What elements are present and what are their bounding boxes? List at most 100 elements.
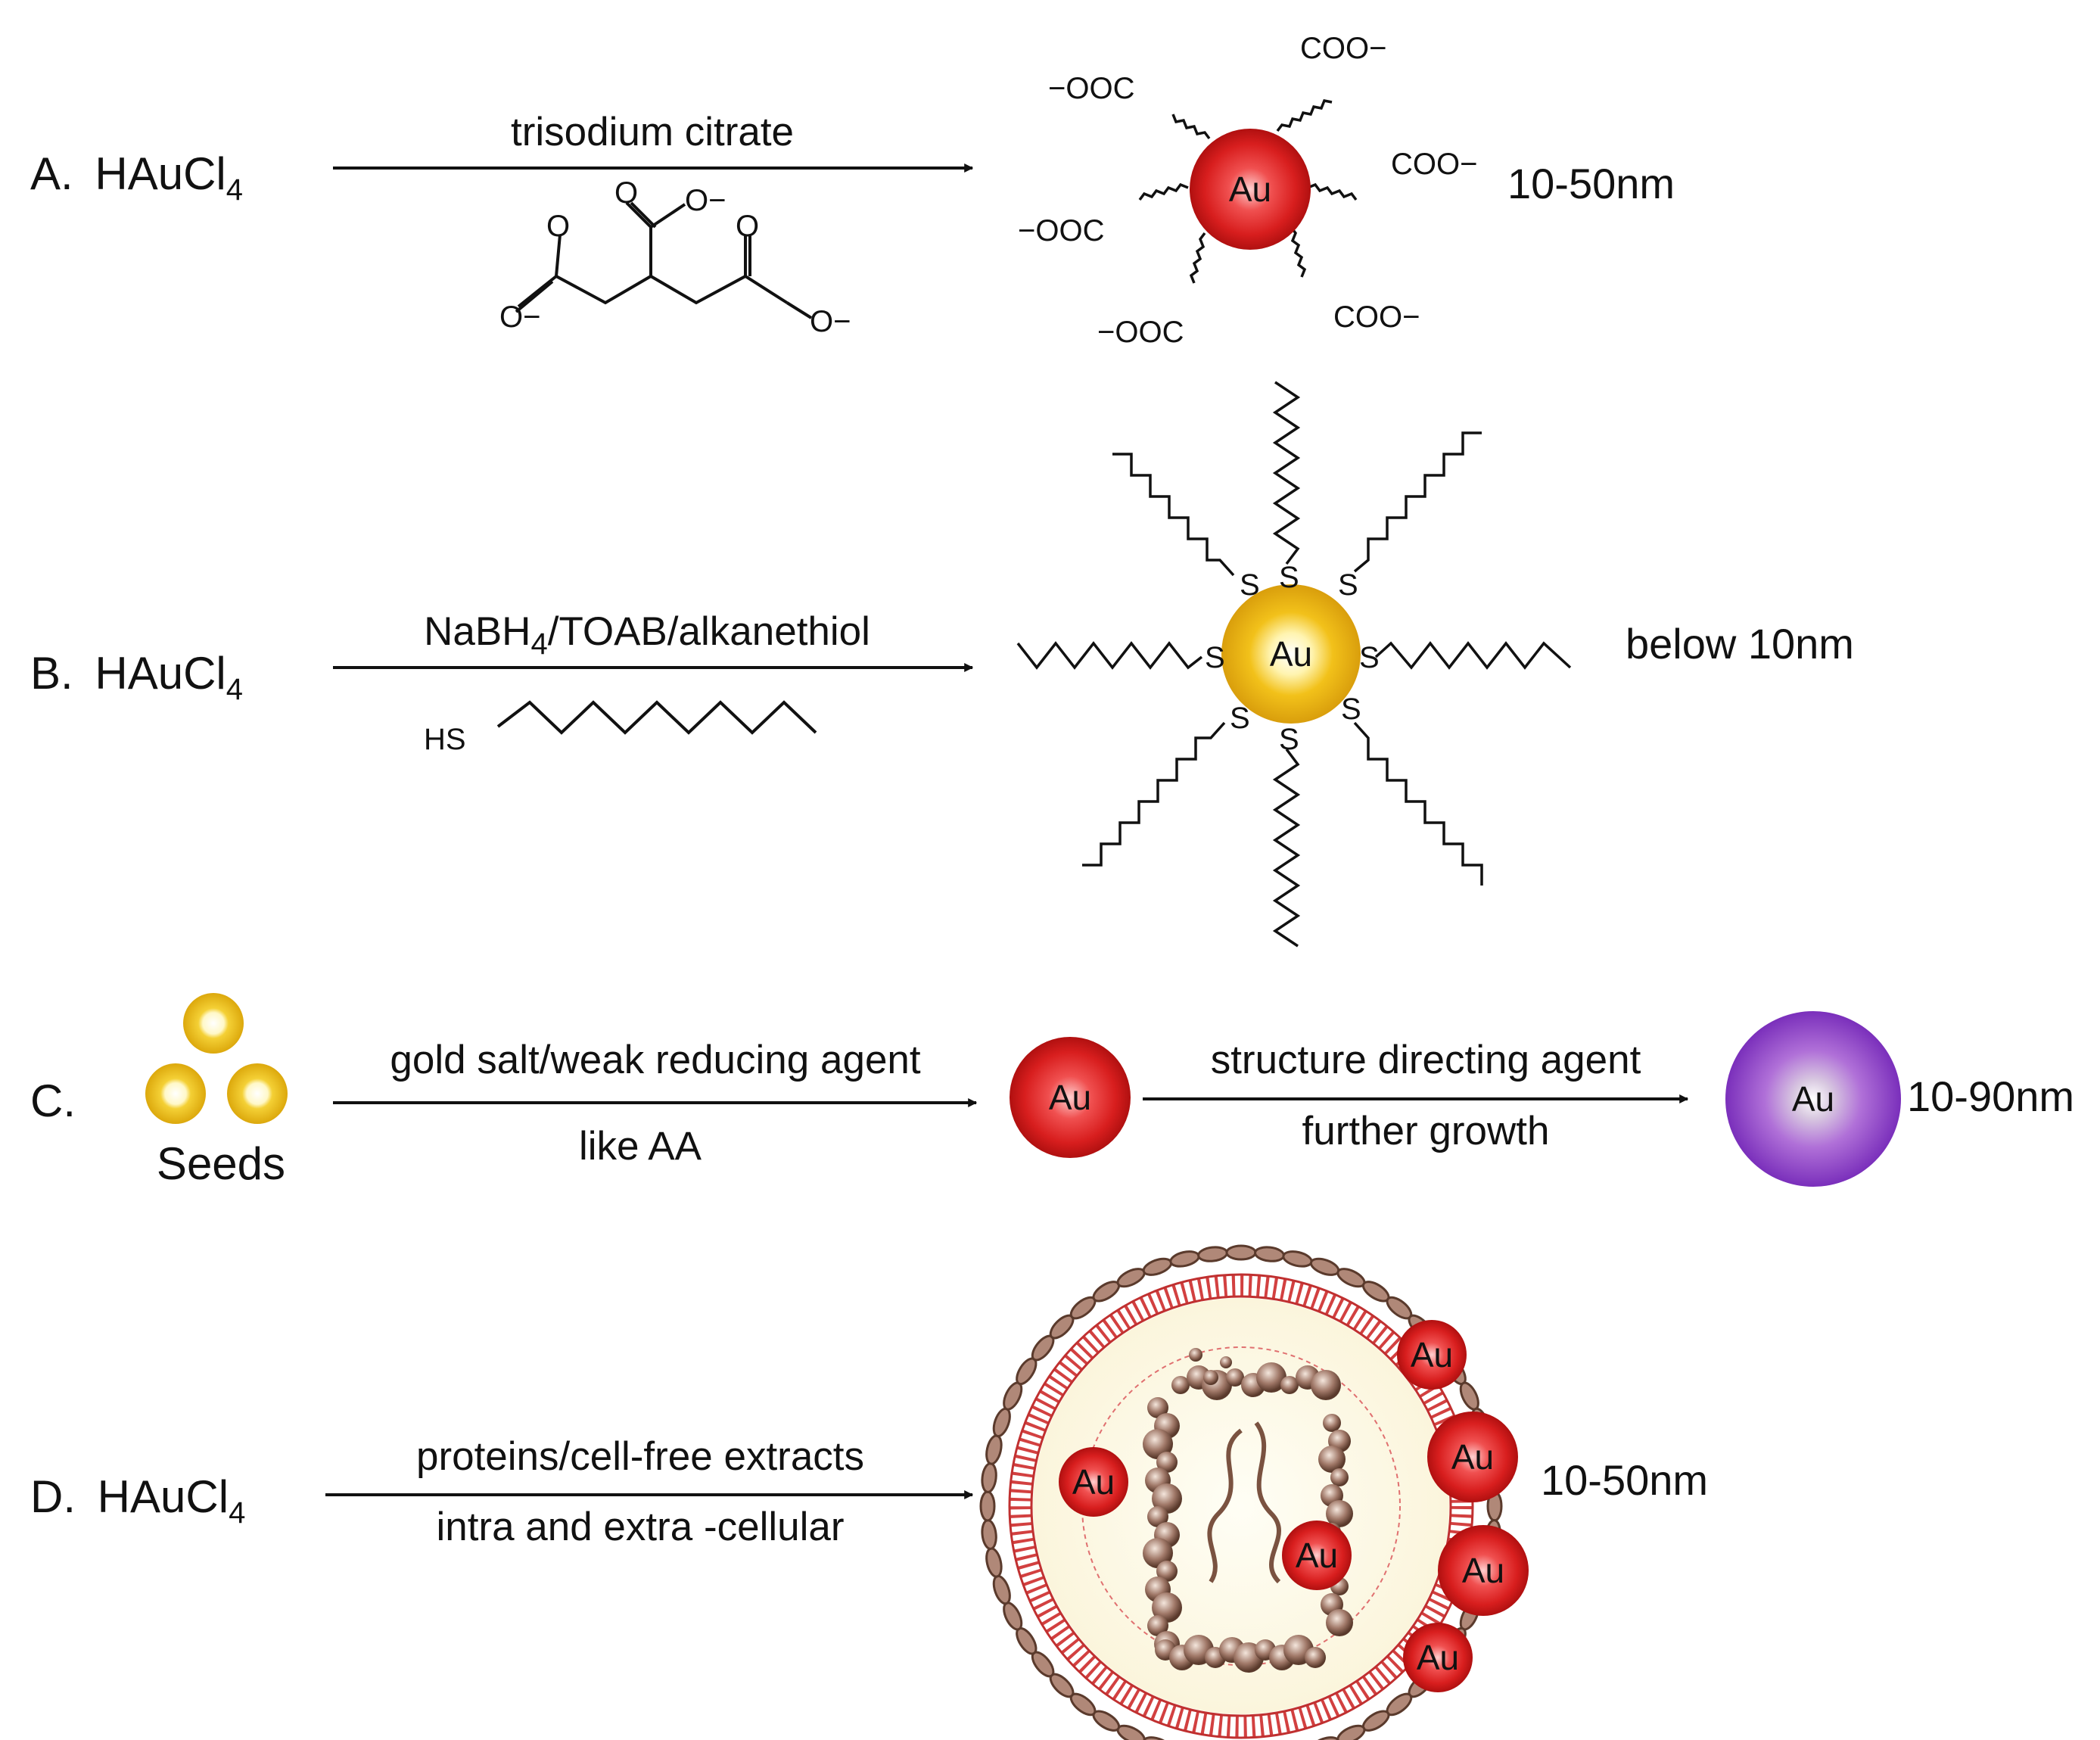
panel-b-label: B. HAuCl4 [30,648,243,706]
vesicle [1147,1615,1168,1636]
vesicle [1143,1538,1173,1568]
vesicle [1326,1609,1353,1636]
cell-wall-particle [981,1519,997,1550]
extracellular-gold-nanoparticle [1397,1320,1467,1390]
vesicle [1171,1376,1190,1394]
panel-b-reagent: NaBH4/TOAB/alkanethiol [424,609,870,661]
cell-wall-particle [1197,1246,1228,1262]
citrate-atom: O− [810,305,851,338]
seed-particles [145,993,288,1124]
intracellular-gold-nanoparticle [1059,1447,1128,1517]
cell [979,1244,1503,1740]
panel-c-reagent-top-2: structure directing agent [1211,1038,1641,1082]
cytoplasm [1033,1298,1449,1714]
cell-wall-particle [1336,1724,1366,1740]
carboxylate-label: −OOC [1018,214,1104,247]
alkanethiol-capped-gold-nanoparticle [1221,584,1361,724]
cell-wall-particle [979,1490,996,1522]
vesicle [1318,1446,1346,1473]
panel-d-reagent-bottom: intra and extra -cellular [436,1505,844,1549]
panel-b-size-label: below 10nm [1626,620,1854,668]
cell-wall-particle [1169,1250,1200,1268]
cell-wall-particle [1309,1736,1340,1740]
vesicle [1326,1500,1353,1527]
cell-wall-particle [981,1462,997,1493]
panel-c-reagent-bottom-1: like AA [579,1124,702,1169]
cell-wall-particle [1116,1268,1146,1288]
panel-c: C. Seeds gold salt/weak reducing agent l… [30,993,2074,1189]
vesicle [1311,1370,1341,1400]
sulfur-atom: S [1359,641,1380,674]
vesicle [1143,1429,1173,1459]
panel-a: A. HAuCl4 trisodium citrate O O− O O− O … [30,32,1675,349]
alkanethiol-chains [1016,381,1572,948]
cell-wall-particle [1459,1381,1479,1411]
panel-a-size-label: 10-50nm [1507,160,1675,207]
cell-wall-particle [1116,1724,1146,1740]
panel-d: D. HAuCl4 proteins/cell-free extracts in… [30,1244,1708,1740]
sulfur-atom: S [1240,568,1260,602]
citrate-capped-gold-nanoparticle [1190,129,1311,250]
panel-c-reagent-top-1: gold salt/weak reducing agent [390,1038,921,1082]
sulfur-atom: S [1341,693,1361,726]
vesicle [1147,1397,1168,1418]
vesicle [1256,1362,1286,1393]
vesicle [1203,1370,1218,1385]
panel-c-size-label: 10-90nm [1907,1072,2074,1120]
cell-wall-particle [1254,1246,1285,1262]
particle-label: Au [1462,1551,1504,1590]
cell-wall-particle [1309,1257,1340,1276]
cell-wall-particle [1003,1601,1023,1631]
particle-label: Au [1049,1078,1091,1117]
vesicle [1323,1414,1341,1432]
extracellular-gold-nanoparticle [1438,1525,1529,1616]
intracellular-gold-nanoparticle [1282,1521,1352,1590]
carboxylate-label: COO− [1300,32,1386,65]
carboxylate-label: −OOC [1048,72,1134,105]
particle-label: Au [1270,634,1312,674]
carboxylate-label: −OOC [1097,316,1184,349]
inner-membrane [1081,1346,1401,1666]
cell-wall-particle [985,1434,1003,1465]
cell-wall-particle [992,1574,1011,1605]
particle-label: Au [1072,1462,1115,1502]
citrate-ligands [1138,98,1358,284]
vesicle [1152,1483,1182,1514]
sulfur-atom: S [1279,723,1299,756]
vesicle [1156,1561,1178,1582]
lipid-bilayer-membrane [1009,1274,1473,1738]
panel-c-reagent-bottom-2: further growth [1302,1109,1550,1153]
seed-particle [145,1063,206,1124]
cell-wall-particle [992,1407,1011,1438]
panel-a-reagent: trisodium citrate [511,110,794,154]
membrane-inner-edge [1030,1295,1452,1717]
nucleoid-dna [1207,1421,1281,1584]
vesicle [1147,1506,1168,1527]
alkyl-chain [496,700,817,735]
seeds-label: Seeds [157,1138,285,1189]
vesicle [1305,1647,1326,1668]
intermediate-gold-nanoparticle [1010,1037,1131,1158]
panel-d-reagent-top: proteins/cell-free extracts [416,1434,864,1479]
vesicle [1220,1356,1232,1368]
particle-label: Au [1411,1335,1453,1374]
carboxylate-label: COO− [1391,148,1477,181]
grown-gold-nanoparticle [1725,1011,1901,1187]
panel-b: B. HAuCl4 NaBH4/TOAB/alkanethiol HS Au S… [30,381,1854,948]
sulfur-atom: S [1338,568,1358,602]
panel-c-label: C. [30,1075,76,1126]
cell-wall-particle [1225,1244,1257,1261]
cell-wall-particle [1282,1250,1313,1268]
citrate-atom: O [736,210,759,243]
membrane-outer-edge [1008,1273,1474,1739]
sulfur-atom: S [1279,561,1299,594]
extracellular-gold-nanoparticle [1403,1623,1473,1692]
citrate-atom: O− [499,300,540,334]
citrate-structure [515,201,813,319]
citrate-atom: O− [685,184,726,217]
particle-label: Au [1296,1536,1338,1575]
panel-d-label: D. HAuCl4 [30,1471,245,1530]
vesicle [1156,1452,1178,1473]
cell-wall-particle [1142,1257,1173,1276]
